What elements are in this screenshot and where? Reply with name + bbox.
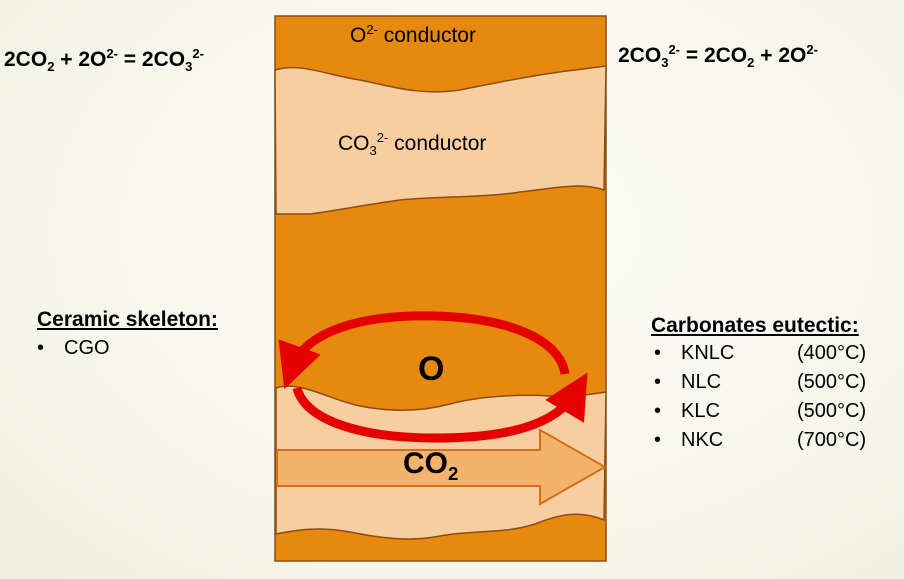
carbonate-name: NKC — [681, 429, 724, 451]
eq-right-term-1: 2CO — [618, 44, 662, 67]
o2-conductor-label: O2- conductor — [350, 22, 476, 48]
carbonate-temp: (700°C) — [797, 429, 867, 451]
co3-conductor-label: CO32- conductor — [338, 130, 486, 158]
ceramic-list: CGO — [34, 337, 110, 366]
oxygen-cycle-arrow-lower — [292, 372, 588, 443]
carbonate-item: NKC (700°C) — [651, 429, 866, 458]
equation-right: 2CO32- = 2CO2 + 2O2- — [618, 42, 818, 70]
ceramic-skeleton-title: Ceramic skeleton: — [37, 308, 218, 331]
equation-left: 2CO2 + 2O2- = 2CO32- — [4, 46, 204, 74]
eq-right-sub-1: 3 — [661, 55, 669, 71]
co2-flow-arrow — [276, 428, 608, 506]
carbonate-band-upper — [274, 65, 607, 215]
carbonate-item: KLC (500°C) — [651, 400, 866, 429]
eq-left-term-2: + 2O — [54, 48, 107, 71]
carbonate-temp: (500°C) — [797, 371, 867, 393]
eq-right-term-2: = 2CO — [680, 44, 748, 67]
o2-base: O — [350, 24, 367, 47]
carbonate-temp: (400°C) — [797, 342, 867, 364]
carbonate-temp: (500°C) — [797, 400, 867, 422]
co3-sub: 3 — [369, 143, 377, 159]
co3-charge: 2- — [376, 130, 389, 145]
eq-left-term-1: 2CO — [4, 48, 48, 71]
ceramic-item-name: CGO — [64, 337, 110, 359]
ceramic-item: CGO — [34, 337, 110, 366]
oxygen-label: O — [418, 350, 445, 388]
co3-text: conductor — [388, 132, 487, 155]
eq-right-term-3: + 2O — [754, 44, 807, 67]
o2-charge: 2- — [366, 22, 378, 37]
eq-left-sup-3: 2- — [192, 46, 204, 61]
carbonate-name: KLC — [681, 400, 720, 422]
co3-base: CO — [338, 132, 370, 155]
eq-left-sub-3: 3 — [185, 59, 193, 75]
eq-left-sub-1: 2 — [47, 59, 55, 75]
carbonates-eutectic-title: Carbonates eutectic: — [651, 314, 859, 337]
carbonate-list: KNLC (400°C) NLC (500°C) KLC (500°C) NKC (70… — [651, 342, 866, 458]
eq-right-sup-1: 2- — [668, 42, 681, 57]
co2-base: CO — [403, 447, 448, 480]
carbonate-item: NLC (500°C) — [651, 371, 866, 400]
co2-label: CO2 — [403, 447, 458, 485]
co2-sub: 2 — [448, 463, 459, 484]
carbonate-name: KNLC — [681, 342, 735, 364]
eq-left-term-3: = 2CO — [117, 48, 186, 71]
eq-left-sup-2: 2- — [106, 46, 118, 61]
carbonate-item: KNLC (400°C) — [651, 342, 866, 371]
oxygen-cycle-arrow-upper — [278, 311, 570, 390]
eq-right-sup-3: 2- — [806, 42, 818, 57]
eq-right-sub-2: 2 — [747, 55, 755, 71]
o2-text: conductor — [377, 24, 476, 47]
carbonate-name: NLC — [681, 371, 722, 393]
